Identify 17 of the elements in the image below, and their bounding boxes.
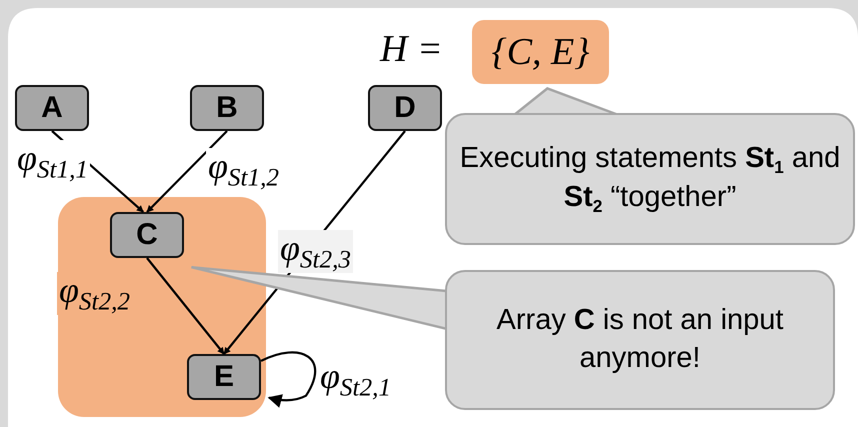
edge-label: φ$_{St1,1}$ — [15, 140, 90, 183]
arrow — [146, 130, 228, 213]
callout-bubble: Array C is not an input anymore! — [445, 270, 835, 410]
edge-label: φ$_{St2,3}$ — [278, 230, 353, 273]
edge-label: φ$_{St2,2}$ — [57, 272, 132, 315]
set-highlight: {C, E} — [472, 20, 609, 84]
equation-text: H = — [380, 27, 443, 71]
array-node: C — [110, 212, 184, 258]
array-node: E — [187, 354, 261, 400]
array-node: B — [190, 85, 264, 131]
arrow — [146, 257, 225, 355]
edge-label: φ$_{St1,2}$ — [206, 148, 281, 191]
callout-pointer — [190, 266, 448, 330]
arrow — [260, 351, 316, 408]
array-node: A — [15, 85, 89, 131]
highlight-region — [58, 197, 266, 417]
array-node: D — [368, 85, 442, 131]
